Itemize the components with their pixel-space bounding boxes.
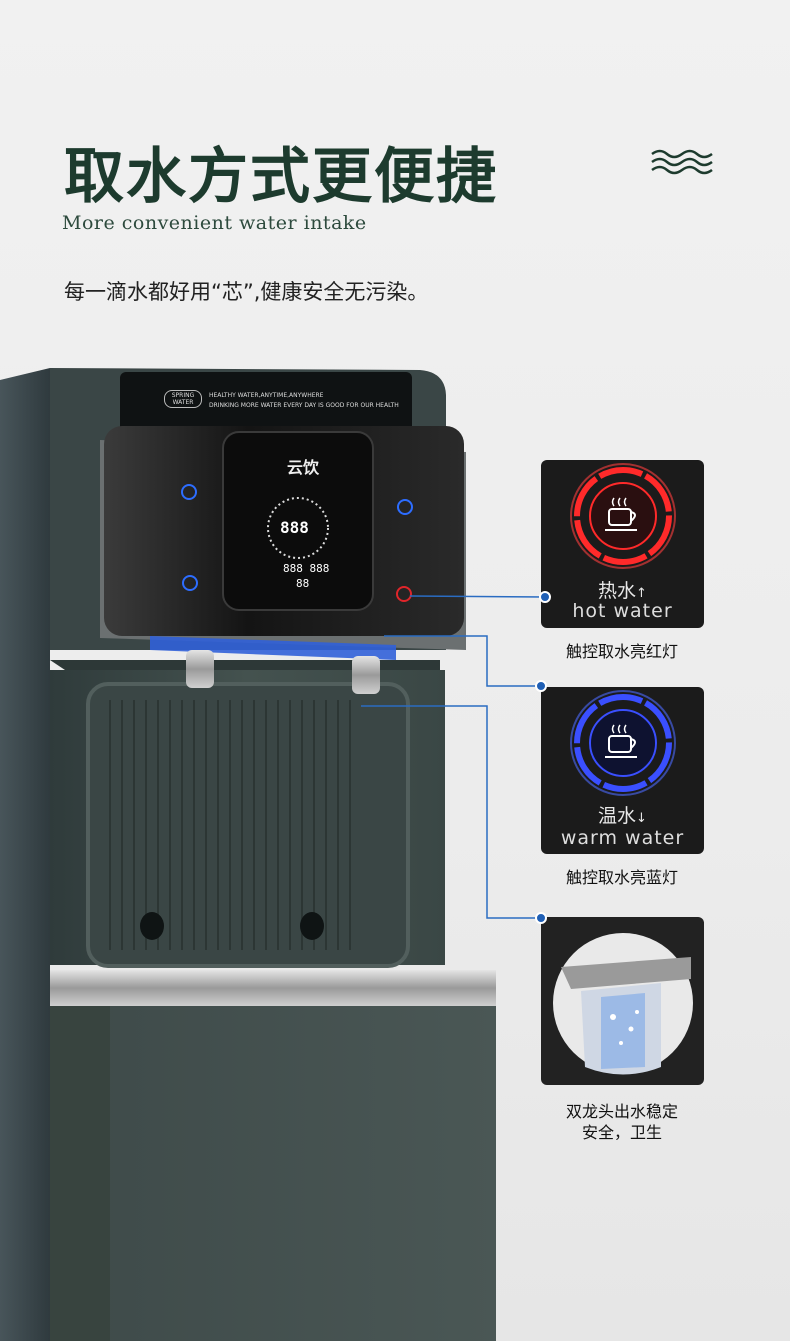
arrow-down-icon: ↓ bbox=[636, 811, 647, 826]
hot-water-callout: 热水↑ hot water bbox=[541, 460, 704, 628]
hot-water-light-icon bbox=[570, 463, 676, 569]
warm-water-cn-label: 温水 bbox=[598, 805, 637, 827]
display-sub-2: 88 bbox=[296, 577, 310, 590]
faucet-closeup-icon bbox=[553, 933, 693, 1075]
hot-water-caption: 触控取水亮红灯 bbox=[565, 642, 678, 661]
display-main: 888 bbox=[280, 518, 309, 537]
warm-water-pointer-dot bbox=[535, 680, 547, 692]
warm-water-light-icon bbox=[570, 690, 676, 796]
hot-water-pointer-dot bbox=[539, 591, 551, 603]
brand-badge: SPRING WATER bbox=[164, 390, 202, 408]
faucet-caption-line-2: 安全，卫生 bbox=[581, 1123, 662, 1142]
warm-water-en-label: warm water bbox=[560, 827, 685, 849]
page-title: 取水方式更便捷 bbox=[64, 142, 498, 212]
slogan-line-1: HEALTHY WATER,ANYTIME,ANYWHERE bbox=[209, 392, 324, 399]
faucet-pointer-dot bbox=[535, 912, 547, 924]
page-description: 每一滴水都好用“芯”,健康安全无污染。 bbox=[64, 280, 429, 304]
page-subtitle: More convenient water intake bbox=[62, 212, 367, 234]
hot-water-en-label: hot water bbox=[572, 600, 673, 622]
hot-water-cn-label: 热水 bbox=[598, 580, 637, 602]
faucet-callout bbox=[541, 917, 704, 1085]
arrow-up-icon: ↑ bbox=[636, 586, 647, 601]
warm-water-caption: 触控取水亮蓝灯 bbox=[565, 868, 678, 887]
panel-logo: 云饮 bbox=[287, 458, 320, 477]
faucet-caption-line-1: 双龙头出水稳定 bbox=[565, 1102, 678, 1121]
waves-icon bbox=[651, 149, 713, 175]
warm-water-callout: 温水↓ warm water bbox=[541, 687, 704, 854]
slogan-line-2: DRINKING MORE WATER EVERY DAY IS GOOD FO… bbox=[209, 402, 399, 409]
display-sub-1: 888 888 bbox=[283, 562, 330, 575]
